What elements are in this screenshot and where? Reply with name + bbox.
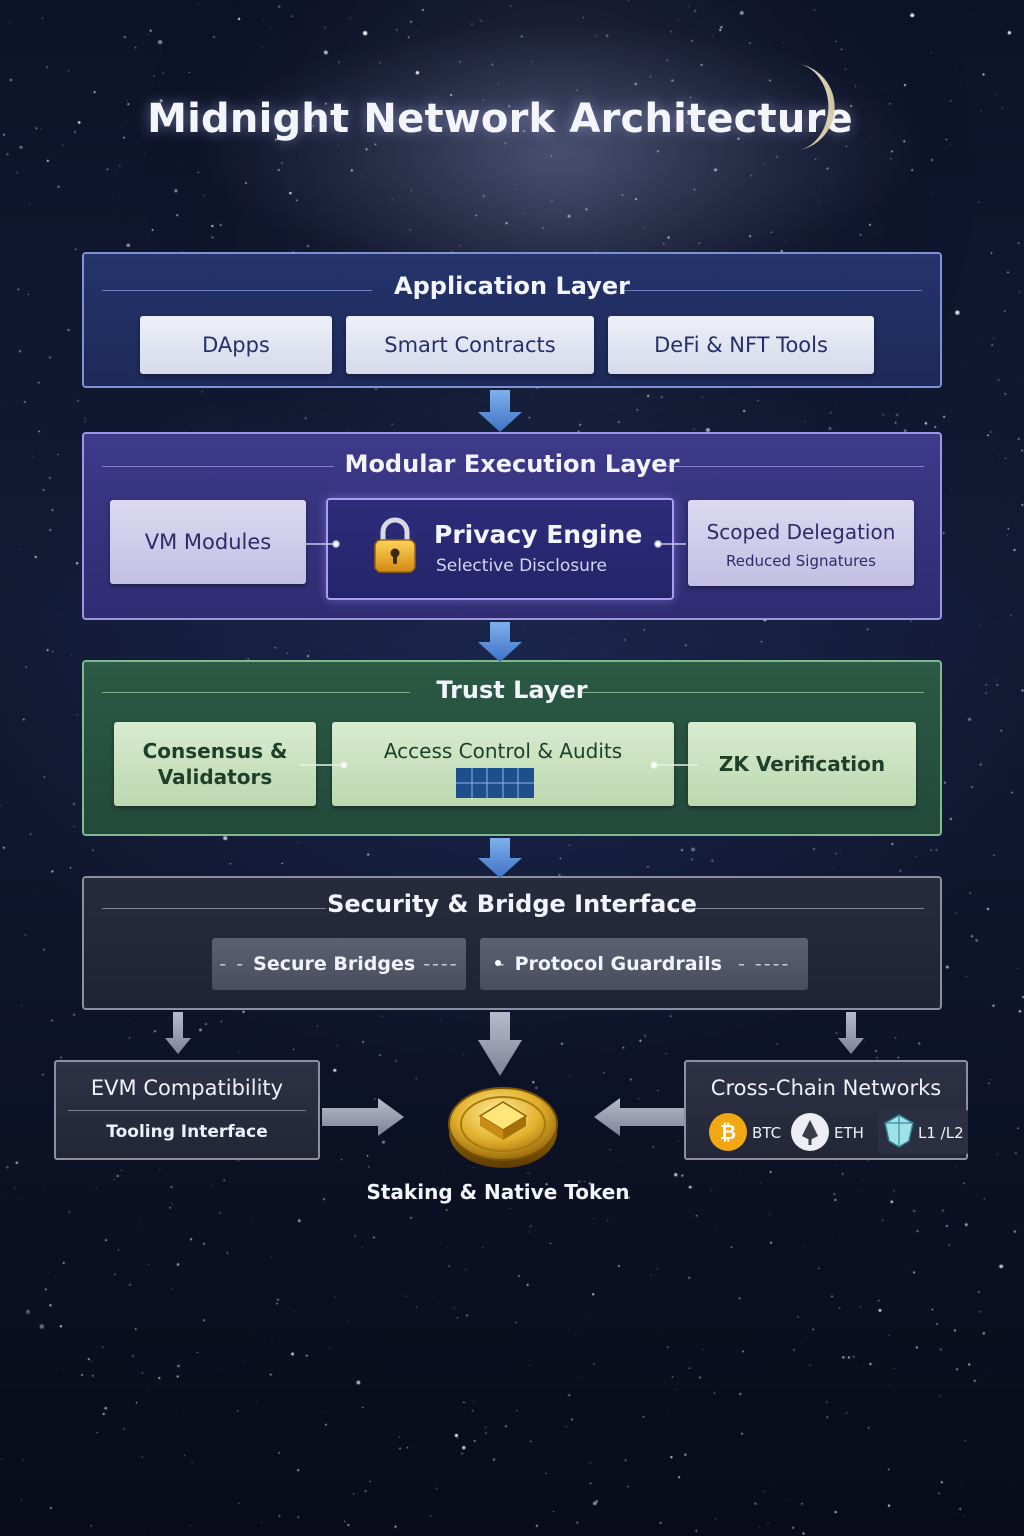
privacy-engine-subtitle: Selective Disclosure <box>436 556 607 576</box>
dapps-box: DApps <box>140 316 332 374</box>
bitcoin-icon: ₿ <box>709 1113 747 1151</box>
divider-line <box>666 466 924 467</box>
consensus-validators-box: Consensus & Validators <box>114 722 316 806</box>
application-layer-title: Application Layer <box>394 272 630 300</box>
protocol-guardrails-box: - Protocol Guardrails - ---- <box>480 938 808 990</box>
trust-connectors <box>300 761 698 769</box>
divider-line <box>102 290 372 291</box>
privacy-engine-title: Privacy Engine <box>434 520 643 549</box>
btc-label: BTC <box>752 1124 782 1142</box>
application-layer-panel: Application Layer DApps Smart Contracts … <box>82 252 942 388</box>
dashed-connector: - ---- <box>721 953 791 975</box>
down-arrow-icon <box>165 1012 191 1054</box>
eth-label: ETH <box>834 1124 864 1142</box>
security-bridge-title: Security & Bridge Interface <box>327 890 697 918</box>
evm-compatibility-box: EVM Compatibility Tooling Interface <box>54 1060 320 1160</box>
down-arrow-icon <box>478 1012 522 1076</box>
page-title: Midnight Network Architecture <box>147 96 853 142</box>
cross-chain-networks-box: Cross-Chain Networks ₿ BTC ETH L1 /L2 <box>684 1060 968 1160</box>
divider-line <box>622 290 922 291</box>
protocol-guardrails-label: Protocol Guardrails <box>514 953 722 975</box>
dashed-connector: ---- <box>415 953 459 975</box>
vm-modules-box: VM Modules <box>110 500 306 584</box>
divider-line <box>582 692 924 693</box>
down-arrow-icon <box>478 390 522 432</box>
l1-l2-label: L1 /L2 <box>918 1124 964 1142</box>
execution-layer-title: Modular Execution Layer <box>344 450 680 478</box>
padlock-icon <box>374 517 416 573</box>
access-control-audits-box: Access Control & Audits <box>332 722 674 806</box>
dashed-connector: - - <box>219 953 254 975</box>
ethereum-icon <box>791 1113 829 1151</box>
consensus-line: Consensus & <box>142 739 288 763</box>
secure-bridges-box: - - Secure Bridges ---- <box>212 938 466 990</box>
smart-contracts-box: Smart Contracts <box>346 316 594 374</box>
evm-compatibility-title: EVM Compatibility <box>90 1076 284 1100</box>
audit-grid-icon <box>456 768 534 798</box>
scoped-delegation-title: Scoped Delegation <box>706 520 896 544</box>
dashed-connector: - <box>497 953 515 975</box>
trust-layer-title: Trust Layer <box>436 676 588 704</box>
divider-line <box>672 908 924 909</box>
cross-chain-networks-title: Cross-Chain Networks <box>710 1076 942 1100</box>
gold-coin-icon <box>448 1087 558 1168</box>
execution-connectors <box>305 540 686 548</box>
svg-text:₿: ₿ <box>720 1120 736 1144</box>
divider-line <box>102 692 410 693</box>
security-bridge-panel: Security & Bridge Interface - - Secure B… <box>82 876 942 1010</box>
defi-nft-tools-box: DeFi & NFT Tools <box>608 316 874 374</box>
validators-line: Validators <box>157 765 273 789</box>
left-arrow-icon <box>594 1098 684 1136</box>
staking-native-token-label: Staking & Native Token <box>366 1180 630 1204</box>
divider-line <box>102 466 334 467</box>
secure-bridges-label: Secure Bridges <box>253 953 416 975</box>
crystal-icon <box>884 1114 914 1148</box>
execution-layer-panel: Modular Execution Layer VM Modules Priva… <box>82 432 942 620</box>
divider-line <box>102 908 326 909</box>
down-arrow-icon <box>478 838 522 878</box>
divider-line <box>68 1110 306 1111</box>
down-arrow-icon <box>838 1012 864 1054</box>
crescent-moon-icon <box>800 64 835 150</box>
access-control-audits-label: Access Control & Audits <box>383 739 623 763</box>
tooling-interface-label: Tooling Interface <box>106 1122 268 1142</box>
trust-layer-panel: Trust Layer Consensus & Validators Acces… <box>82 660 942 836</box>
scoped-delegation-box: Scoped Delegation Reduced Signatures <box>688 500 914 586</box>
right-arrow-icon <box>322 1098 404 1136</box>
down-arrow-icon <box>478 622 522 662</box>
security-connector <box>495 960 501 966</box>
zk-verification-box: ZK Verification <box>688 722 916 806</box>
scoped-delegation-subtitle: Reduced Signatures <box>726 552 876 570</box>
privacy-engine-box: Privacy Engine Selective Disclosure <box>326 498 674 600</box>
